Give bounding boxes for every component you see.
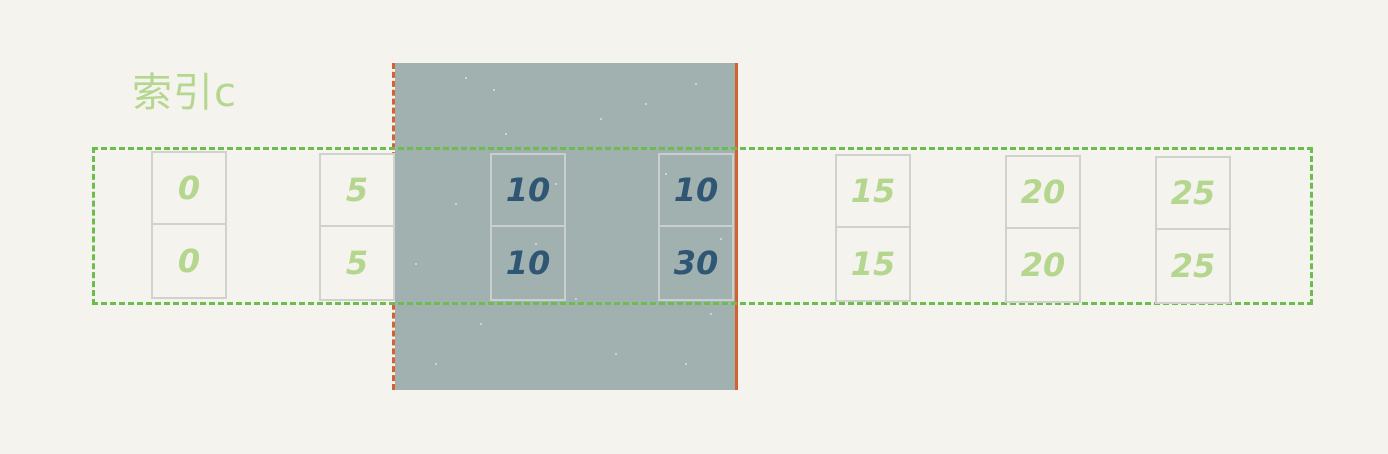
index-entry-7: 25 25	[1155, 156, 1231, 304]
index-outline	[92, 147, 1313, 305]
entry-key: 0	[153, 153, 225, 225]
index-entry-4: 10 30	[658, 153, 734, 301]
index-title: 索引c	[132, 70, 237, 116]
entry-key: 25	[1157, 158, 1229, 230]
texture-speck	[480, 323, 482, 325]
entry-id: 30	[673, 244, 719, 282]
texture-speck	[720, 238, 722, 240]
texture-speck	[535, 243, 537, 245]
entry-id: 20	[1020, 246, 1066, 284]
entry-key: 10	[660, 155, 732, 227]
texture-speck	[710, 313, 712, 315]
entry-id: 0	[177, 242, 201, 280]
texture-speck	[555, 183, 557, 185]
texture-speck	[465, 77, 467, 79]
texture-speck	[615, 353, 617, 355]
entry-key: 5	[321, 155, 393, 227]
entry-key: 20	[1007, 157, 1079, 229]
texture-speck	[455, 203, 457, 205]
index-entry-3: 10 10	[490, 153, 566, 301]
texture-speck	[575, 298, 577, 300]
index-entry-5: 15 15	[835, 154, 911, 302]
locked-range-right-boundary	[735, 63, 738, 390]
texture-speck	[493, 89, 495, 91]
texture-speck	[600, 118, 602, 120]
entry-id: 25	[1170, 247, 1216, 285]
texture-speck	[695, 83, 697, 85]
texture-speck	[645, 103, 647, 105]
entry-id: 15	[850, 245, 896, 283]
texture-speck	[665, 173, 667, 175]
texture-speck	[505, 133, 507, 135]
entry-id: 10	[505, 244, 551, 282]
index-entry-2: 5 5	[319, 153, 395, 301]
entry-id: 5	[345, 244, 369, 282]
texture-speck	[415, 263, 417, 265]
index-entry-1: 0 0	[151, 151, 227, 299]
index-entry-6: 20 20	[1005, 155, 1081, 303]
entry-key: 10	[492, 155, 564, 227]
entry-key: 15	[837, 156, 909, 228]
texture-speck	[685, 363, 687, 365]
texture-speck	[435, 363, 437, 365]
